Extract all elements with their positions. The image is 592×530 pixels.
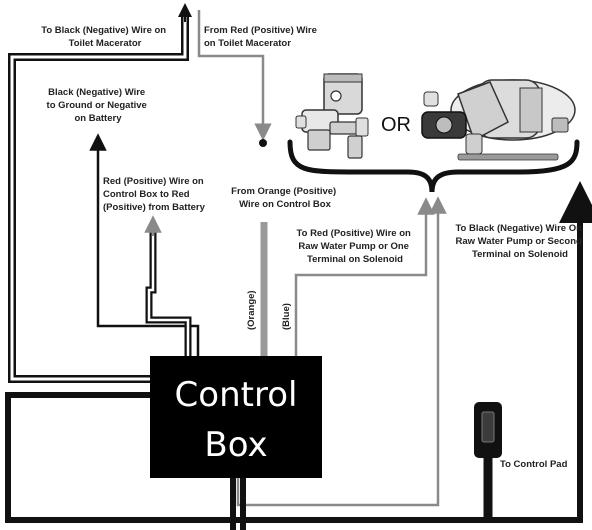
label-line: Raw Water Pump or One: [298, 241, 409, 252]
label-line: To Black (Negative) Wire on: [41, 25, 166, 36]
label-pump-black: To Black (Negative) Wire On Raw Water Pu…: [455, 223, 584, 260]
label-line: Toilet Macerator: [69, 38, 142, 49]
pump-black-wire: [5, 181, 592, 523]
label-pump-red: To Red (Positive) Wire on Raw Water Pump…: [297, 228, 414, 265]
label-battery-red: Red (Positive) Wire on Control Box to Re…: [103, 176, 206, 213]
control-box: Control Box: [150, 356, 322, 478]
or-label: OR: [381, 114, 411, 136]
label-line: From Red (Positive) Wire: [204, 25, 317, 36]
label-line: To Red (Positive) Wire on: [297, 228, 411, 239]
solenoid-valve-icon: [295, 73, 369, 159]
toilet-black-wire: [8, 3, 192, 383]
device-brace: [287, 139, 580, 193]
toilet-red-wire: [197, 10, 272, 147]
battery-red-wire: [144, 215, 192, 356]
label-line: To Black (Negative) Wire On: [455, 223, 582, 234]
label-ground: Black (Negative) Wire to Ground or Negat…: [47, 87, 150, 124]
label-line: Wire on Control Box: [239, 199, 331, 210]
orange-wire-tag: (Orange): [246, 290, 257, 330]
label-line: Raw Water Pump or Second: [456, 236, 583, 247]
control-box-line1: Control: [175, 375, 298, 415]
control-box-line2: Box: [204, 425, 267, 465]
label-line: (Positive) from Battery: [103, 202, 206, 213]
label-line: to Ground or Negative: [47, 100, 147, 111]
label-line: Terminal on Solenoid: [472, 249, 568, 260]
label-line: on Toilet Macerator: [204, 38, 291, 49]
water-pump-icon: [421, 79, 576, 161]
blue-wire-tag: (Blue): [281, 303, 292, 330]
label-line: Red (Positive) Wire on: [103, 176, 204, 187]
label-line: Black (Negative) Wire: [48, 87, 145, 98]
label-toilet-red: From Red (Positive) Wire on Toilet Macer…: [204, 25, 320, 49]
label-toilet-black: To Black (Negative) Wire on Toilet Macer…: [41, 25, 169, 49]
box-bottom-wire: [225, 196, 447, 530]
label-line: Control Box to Red: [103, 189, 190, 200]
label-orange: From Orange (Positive) Wire on Control B…: [231, 186, 339, 210]
blue-wire: [294, 197, 435, 356]
splice-dot: [259, 139, 267, 147]
label-line: From Orange (Positive): [231, 186, 336, 197]
control-pad-icon: [474, 402, 502, 458]
label-line: Terminal on Solenoid: [307, 254, 403, 265]
label-control-pad: To Control Pad: [500, 459, 568, 470]
label-line: on Battery: [75, 113, 123, 124]
ground-wire: [89, 133, 200, 356]
